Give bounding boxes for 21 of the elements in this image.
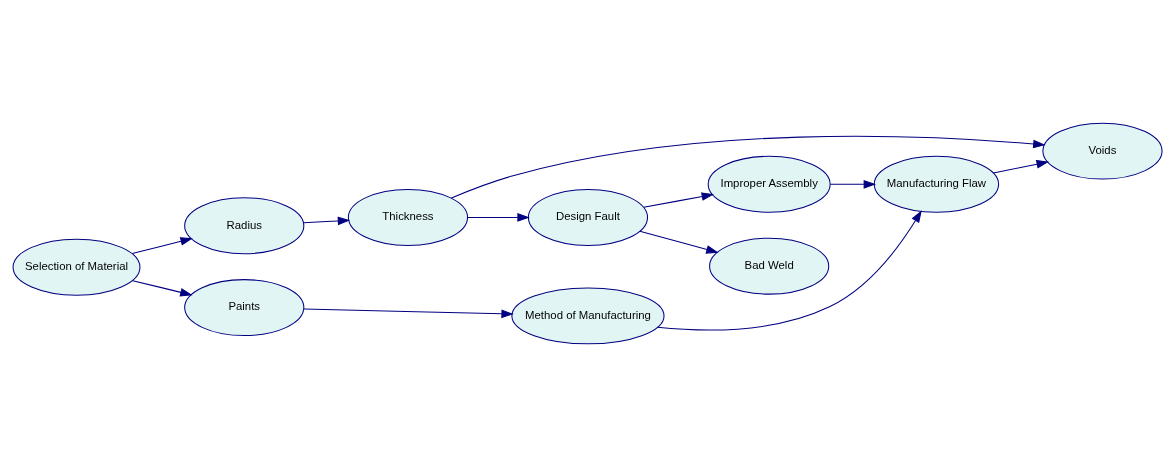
arrow [643, 191, 715, 208]
arrow [992, 159, 1049, 173]
node-ellipse: Design Fault [527, 188, 649, 246]
arrow [303, 216, 351, 225]
node-ellipse: Paints [184, 278, 305, 336]
arrow [131, 236, 193, 254]
arrow [132, 279, 193, 297]
node-ellipse: Bad Weld [709, 237, 830, 295]
node-ellipse: Manufacturing Flaw [873, 155, 1000, 213]
node-ellipse: Thickness [347, 188, 469, 246]
arrow [656, 209, 922, 330]
node-ellipse: Radius [184, 196, 305, 254]
node-ellipse: Method of Manufacturing [511, 286, 665, 344]
arrow [829, 179, 877, 189]
arrow [450, 135, 1046, 198]
node-ellipse: Selection of Material [12, 238, 141, 296]
arrow [639, 230, 719, 254]
node-ellipse: Improper Assembly [707, 155, 831, 213]
node-ellipse: Voids [1042, 122, 1163, 180]
arrow [303, 308, 514, 318]
arrow [467, 212, 530, 222]
